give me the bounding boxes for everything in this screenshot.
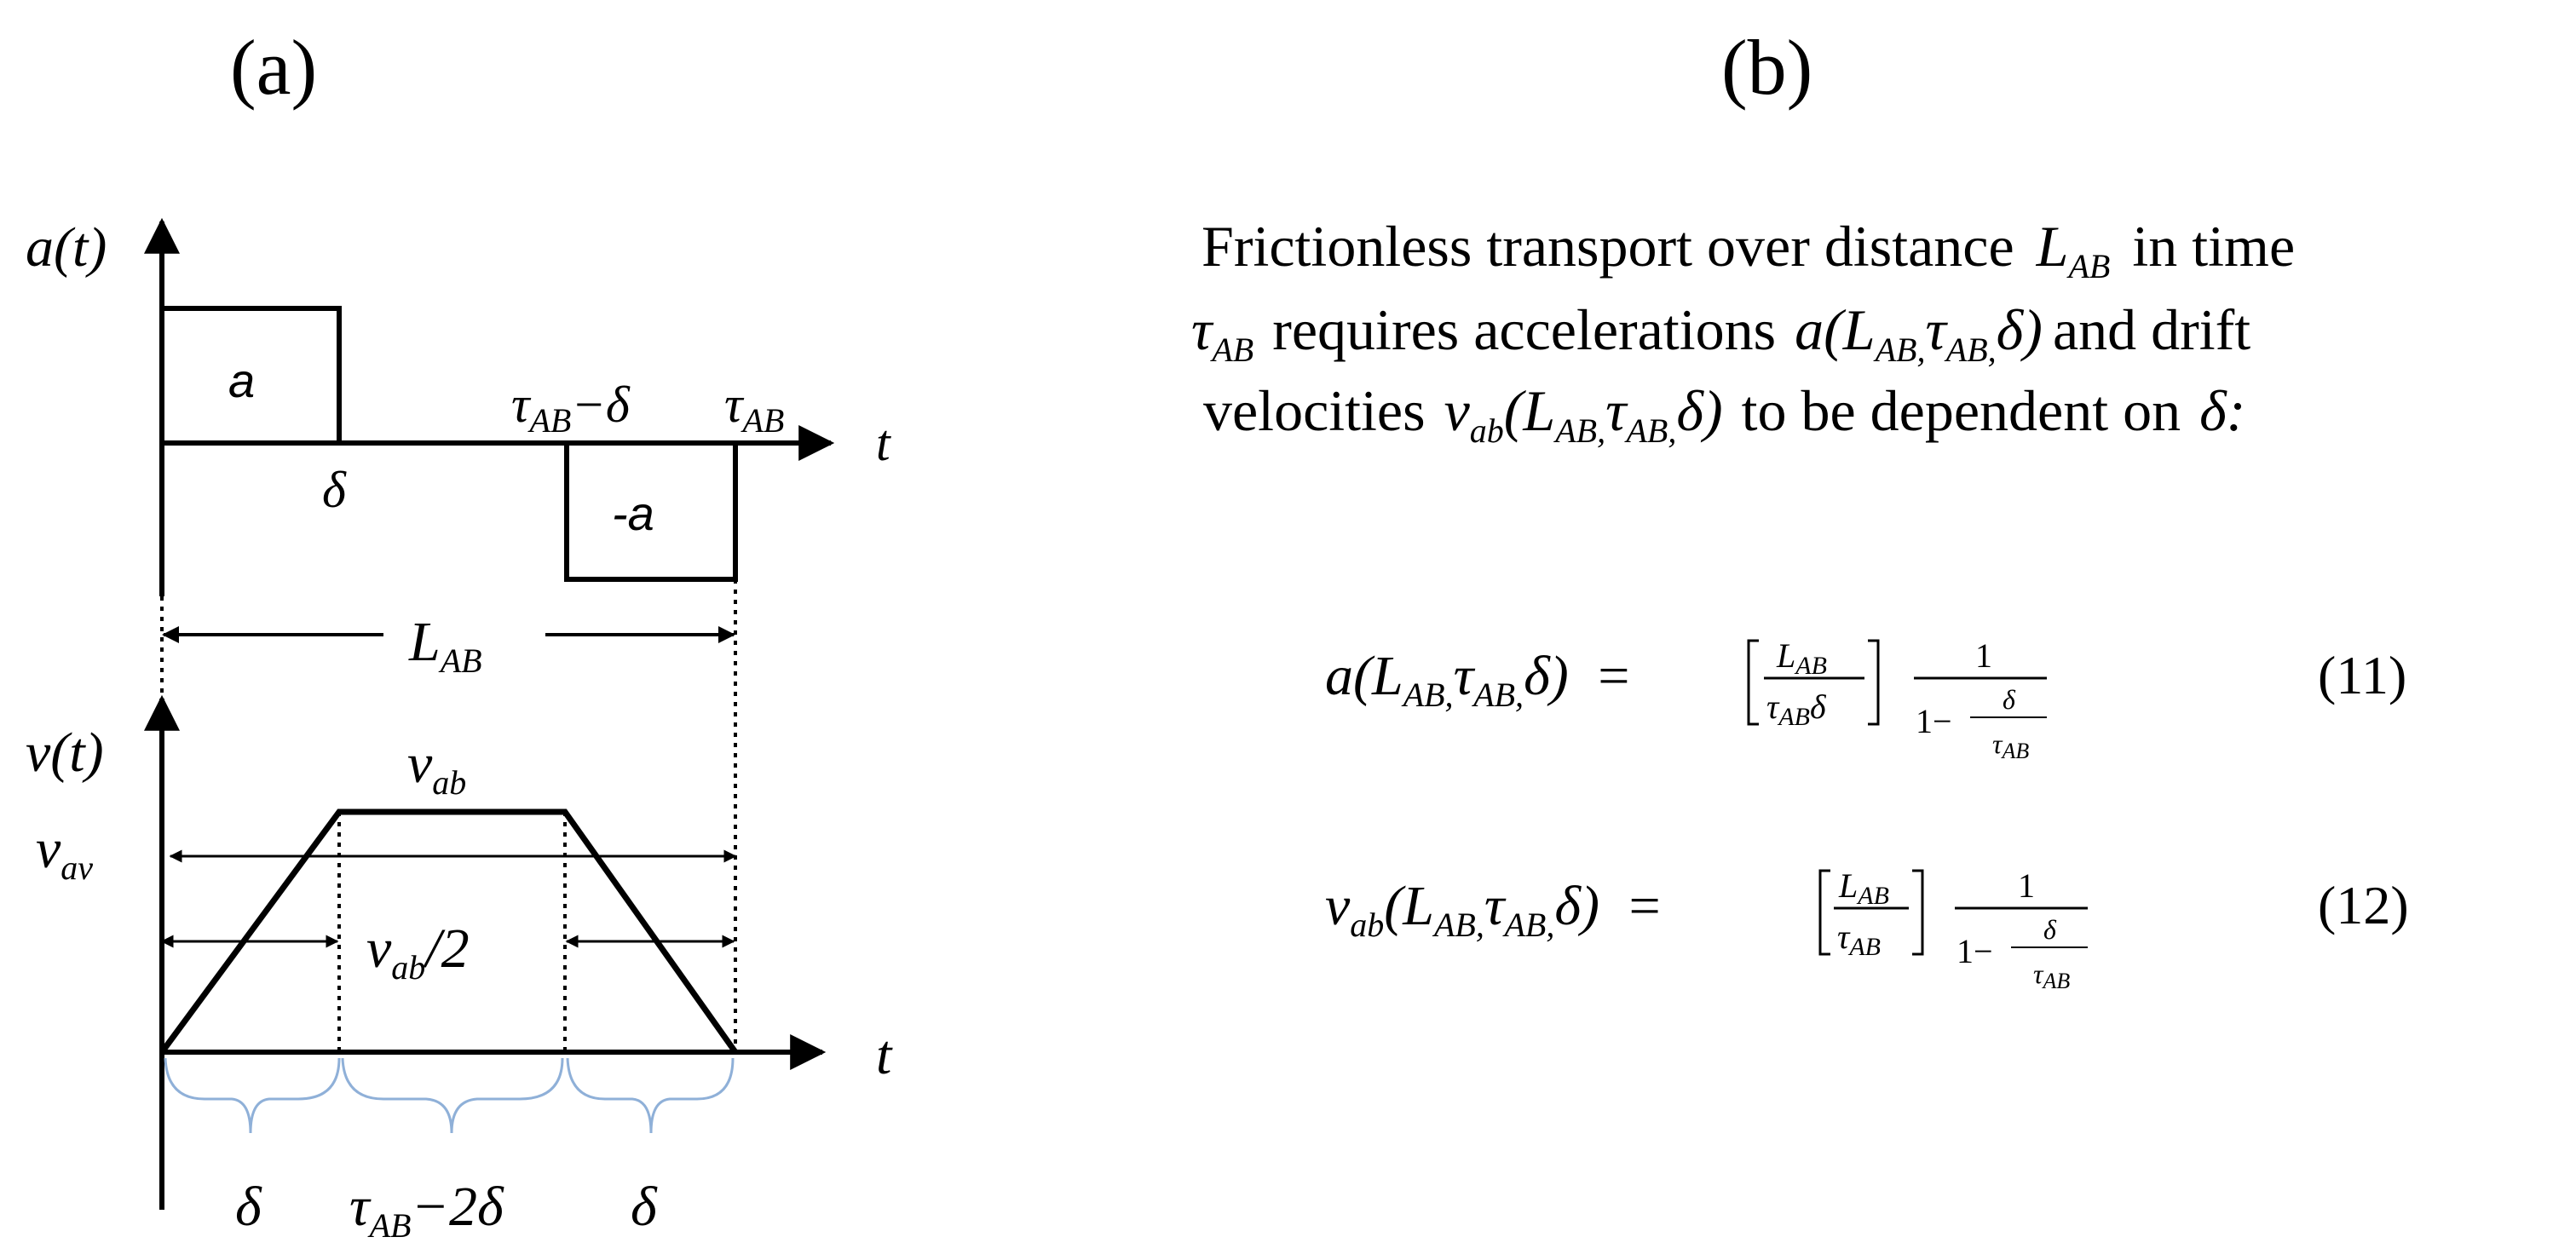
brace-segment-2 (341, 1057, 564, 1134)
brace-segment-3 (566, 1057, 735, 1134)
eq12-den: τAB (1837, 918, 1881, 961)
panel-a-label: (a) (230, 24, 317, 111)
positive-accel-label: a (228, 354, 255, 407)
eq12-small-num: δ (2043, 914, 2057, 945)
eq11-den-one: 1− (1916, 702, 1952, 740)
brace-segment-1 (164, 1057, 341, 1134)
eq11-bracket-left (1747, 639, 1759, 726)
distance-label: LAB (408, 611, 482, 680)
equation-12: vab(LAB,τAB,δ) = LAB τAB 1 1− δ τAB (12) (1325, 866, 2409, 993)
eq11-one: 1 (1975, 636, 1992, 675)
negative-accel-label: -a (612, 486, 654, 540)
distance-annotation: LAB (160, 579, 737, 1052)
eq12-bracket-right (1912, 869, 1924, 956)
velocity-plot: v(t) t vab vav vab/2 δ τAB−2δ δ (26, 694, 893, 1245)
eq12-number: (12) (2318, 875, 2409, 935)
delta-tick-label: δ (322, 462, 347, 518)
negative-accel-box (564, 440, 738, 582)
eq11-number: (11) (2318, 645, 2406, 705)
v-av-label: vav (36, 818, 93, 887)
eq11-bracket-right (1868, 639, 1880, 726)
v-half-label: vab/2 (366, 918, 470, 987)
tau-tick-label: τAB (724, 377, 784, 440)
segment-1-label: δ (235, 1176, 262, 1238)
accel-t-label: t (876, 415, 891, 471)
velocity-t-label: t (876, 1024, 893, 1086)
eq11-den: τABδ (1766, 688, 1827, 731)
eq12-one: 1 (2018, 866, 2035, 905)
accel-y-label: a(t) (26, 216, 107, 279)
acceleration-plot: a(t) t a -a δ τAB−δ τAB (26, 216, 891, 596)
eq12-num: LAB (1838, 866, 1889, 910)
v-ab-label: vab (407, 733, 466, 802)
eq11-lhs: a(LAB,τAB,δ) = (1325, 645, 1629, 714)
velocity-y-label: v(t) (26, 722, 104, 784)
eq11-num: LAB (1776, 636, 1827, 680)
eq11-small-den: τAB (1992, 728, 2029, 763)
segment-3-label: δ (631, 1176, 658, 1238)
positive-accel-box (159, 306, 342, 446)
eq12-lhs: vab(LAB,τAB,δ) = (1325, 875, 1661, 944)
segment-2-label: τAB−2δ (349, 1176, 504, 1245)
velocity-trapezoid (159, 808, 738, 1055)
tau-minus-delta-label: τAB−δ (511, 377, 631, 440)
eq12-bracket-left (1818, 869, 1830, 956)
eq11-small-num: δ (2003, 684, 2016, 715)
eq12-den-one: 1− (1956, 932, 1993, 970)
eq12-small-den: τAB (2033, 958, 2070, 993)
equation-11: a(LAB,τAB,δ) = LAB τABδ 1 1− δ τAB (11) (1325, 636, 2406, 763)
panel-b-label: (b) (1721, 24, 1812, 111)
